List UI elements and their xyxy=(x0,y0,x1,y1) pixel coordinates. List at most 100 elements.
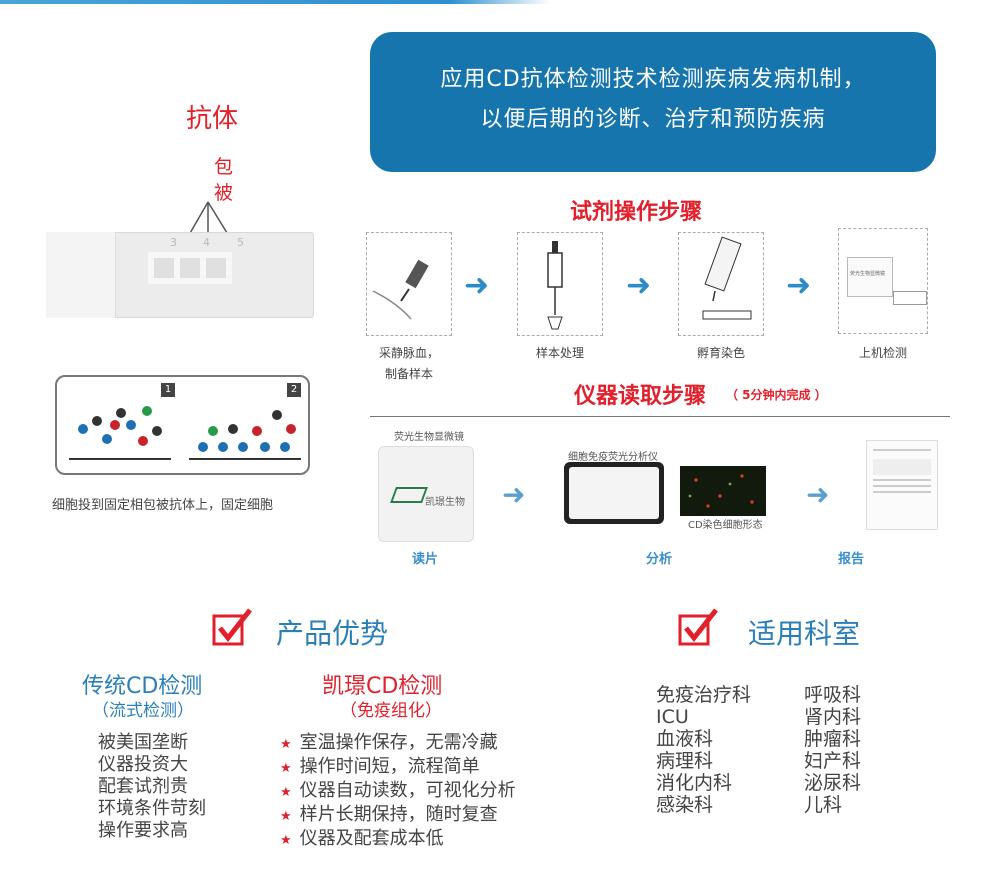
list-item-text: 操作时间短，流程简单 xyxy=(299,756,480,777)
analyzer-screen xyxy=(569,467,659,519)
step-label-blood-line-1: 采静脉血， xyxy=(378,346,439,360)
arrow-right-icon: ➜ xyxy=(464,268,490,303)
top-accent-line xyxy=(0,0,1000,4)
departments-column-1: 免疫治疗科 ICU 血液科 病理科 消化内科 感染科 xyxy=(656,684,751,816)
department-item: ICU xyxy=(656,706,689,728)
department-item: 消化内科 xyxy=(656,772,733,794)
slide-well xyxy=(200,252,232,284)
list-item: 配套试剂贵 xyxy=(98,776,188,797)
well-number-4: 4 xyxy=(203,236,210,249)
department-item: 病理科 xyxy=(656,750,714,772)
star-icon: ★ xyxy=(280,809,292,824)
microscope-brand: 凯璟生物 xyxy=(425,497,465,508)
department-item: 妇产科 xyxy=(804,750,862,772)
cell-binding-diagram: 1 2 xyxy=(55,375,310,475)
star-icon: ★ xyxy=(280,785,292,800)
department-item: 肾内科 xyxy=(804,706,862,728)
pipette-icon xyxy=(547,241,563,330)
stain-image xyxy=(680,466,766,516)
departments-column-2: 呼吸科 肾内科 肿瘤科 妇产科 泌尿科 儿科 xyxy=(804,684,861,816)
dropper-icon xyxy=(702,236,752,320)
list-item-text: 仪器自动读数，可视化分析 xyxy=(299,780,516,801)
microscope-logo-icon xyxy=(390,487,428,503)
arrow-right-icon: ➜ xyxy=(786,268,812,303)
coat-label-2: 被 xyxy=(214,182,234,204)
department-item: 感染科 xyxy=(656,794,714,816)
step-sample-processing xyxy=(517,232,603,336)
department-item: 血液科 xyxy=(656,728,714,750)
department-item: 呼吸科 xyxy=(804,684,862,706)
slide-wells xyxy=(148,252,232,284)
step-incubation-staining xyxy=(678,232,764,336)
device-slot xyxy=(893,291,927,305)
stain-label: CD染色细胞形态 xyxy=(688,520,763,531)
list-item: 环境条件苛刻 xyxy=(98,798,206,819)
banner-line-2: 以便后期的诊断、治疗和预防疾病 xyxy=(480,107,826,132)
arrow-right-icon: ➜ xyxy=(806,478,830,511)
checkmark-icon xyxy=(678,608,718,646)
step-read: 读片 xyxy=(411,552,438,567)
reagent-title: 试剂操作步骤 xyxy=(570,200,703,225)
department-item: 免疫治疗科 xyxy=(656,684,752,706)
list-item-text: 样片长期保持，随时复查 xyxy=(299,804,498,825)
list-item: ★ 仪器自动读数，可视化分析 xyxy=(280,780,516,804)
device-screen-text: 荧光生物显微镜 xyxy=(850,271,886,277)
checkmark-icon xyxy=(212,608,252,646)
instrument-subtitle: （ 5分钟内完成 ） xyxy=(726,388,827,402)
traditional-subtitle: （流式检测） xyxy=(92,701,194,721)
traditional-title: 传统CD检测 xyxy=(82,674,203,699)
cell-caption: 细胞投到固定相包被抗体上，固定细胞 xyxy=(52,498,274,513)
list-item: ★ 室温操作保存，无需冷藏 xyxy=(280,732,516,756)
step-label-blood-line-2: 制备样本 xyxy=(384,367,433,381)
coat-label-1: 包 xyxy=(214,156,234,178)
step-blood-sampling xyxy=(366,232,452,336)
panel-number-2: 2 xyxy=(287,383,301,397)
report-document xyxy=(866,440,938,530)
microscope-label: 荧光生物显微镜 xyxy=(394,432,464,443)
cells-graphic xyxy=(69,406,301,460)
slide-label-area xyxy=(46,232,116,318)
analyzer-tablet xyxy=(564,462,664,524)
list-item-text: 室温操作保存，无需冷藏 xyxy=(299,732,498,753)
kaijing-subtitle: （免疫组化） xyxy=(340,701,442,721)
arrow-right-icon: ➜ xyxy=(502,478,526,511)
syringe-icon xyxy=(372,259,429,320)
well-number-5: 5 xyxy=(237,236,244,249)
list-item: 被美国垄断 xyxy=(98,732,188,753)
list-item: 仪器投资大 xyxy=(98,754,188,775)
stained-cells-graphic xyxy=(688,474,754,508)
traditional-list: 被美国垄断 仪器投资大 配套试剂贵 环境条件苛刻 操作要求高 xyxy=(98,732,206,842)
list-item-text: 仪器及配套成本低 xyxy=(299,828,444,849)
headline-banner: 应用CD抗体检测技术检测疾病发病机制， 以便后期的诊断、治疗和预防疾病 xyxy=(370,32,936,172)
arrow-right-icon: ➜ xyxy=(626,268,652,303)
star-icon: ★ xyxy=(280,761,292,776)
department-item: 儿科 xyxy=(804,794,843,816)
panel-number-1: 1 xyxy=(161,383,175,397)
list-item: ★ 操作时间短，流程简单 xyxy=(280,756,516,780)
step-label-detection: 上机检测 xyxy=(858,346,907,360)
department-item: 泌尿科 xyxy=(804,772,862,794)
microscope-device: 凯璟生物 xyxy=(378,446,474,542)
kaijing-list: ★ 室温操作保存，无需冷藏 ★ 操作时间短，流程简单 ★ 仪器自动读数，可视化分析 ★… xyxy=(280,732,516,852)
divider-line xyxy=(370,416,950,417)
list-item: ★ 仪器及配套成本低 xyxy=(280,828,516,852)
department-item: 肿瘤科 xyxy=(804,728,862,750)
kaijing-title: 凯璟CD检测 xyxy=(322,674,443,699)
step-label-blood: 采静脉血， 制备样本 xyxy=(366,344,452,382)
analyzer-label: 细胞免疫荧光分析仪 xyxy=(568,452,658,463)
step-analyze: 分析 xyxy=(645,552,672,567)
departments-title: 适用科室 xyxy=(748,617,861,650)
list-item: ★ 样片长期保持，随时复查 xyxy=(280,804,516,828)
banner-line-1: 应用CD抗体检测技术检测疾病发病机制， xyxy=(440,67,866,92)
advantages-title: 产品优势 xyxy=(276,617,389,650)
instrument-title: 仪器读取步骤 xyxy=(574,384,707,409)
step-machine-detection: 荧光生物显微镜 xyxy=(838,228,928,334)
step-report: 报告 xyxy=(837,552,864,567)
step-label-processing: 样本处理 xyxy=(535,346,584,360)
well-number-3: 3 xyxy=(170,236,177,249)
device-screen: 荧光生物显微镜 xyxy=(847,257,893,297)
star-icon: ★ xyxy=(280,833,292,848)
step-label-staining: 孵育染色 xyxy=(696,346,745,360)
list-item: 操作要求高 xyxy=(98,820,188,841)
star-icon: ★ xyxy=(280,737,292,752)
